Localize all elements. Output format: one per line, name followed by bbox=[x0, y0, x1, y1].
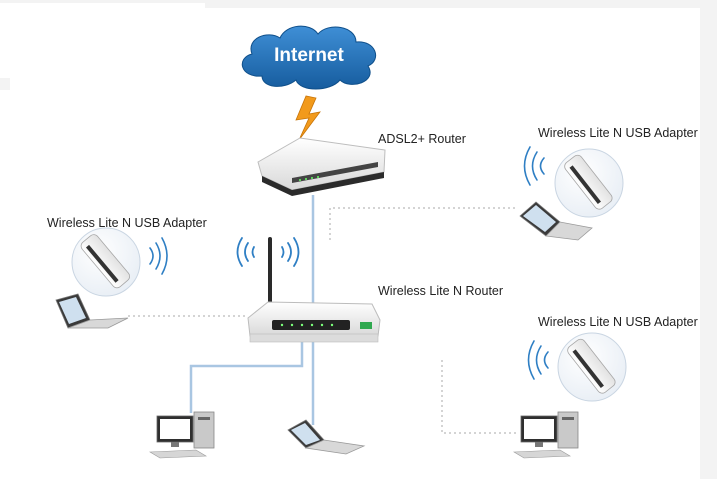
wireless-router-icon bbox=[247, 237, 381, 343]
left-edge-strip bbox=[0, 0, 205, 3]
desktop-pc-left-icon bbox=[148, 411, 215, 459]
usb-adapter-top-right-icon bbox=[554, 148, 624, 218]
router-signal-waves-icon bbox=[236, 237, 300, 267]
right-edge-strip bbox=[700, 8, 717, 479]
adapter-left-label: Wireless Lite N USB Adapter bbox=[47, 216, 207, 230]
usb-adapter-top-right-waves-icon bbox=[523, 146, 545, 186]
wireless-link-router-to-laptop-top-right bbox=[329, 207, 518, 240]
usb-adapter-bottom-right-waves-icon bbox=[527, 340, 549, 380]
wired-link-router-to-pc-left bbox=[189, 342, 304, 413]
adapter-bottom-right-label: Wireless Lite N USB Adapter bbox=[538, 315, 698, 329]
adsl-router-label: ADSL2+ Router bbox=[378, 132, 466, 146]
laptop-left-icon bbox=[55, 293, 129, 329]
adsl-router-icon bbox=[257, 137, 386, 196]
wireless-link-pc-right bbox=[441, 360, 519, 434]
desktop-pc-right-icon bbox=[512, 411, 579, 459]
lightning-bolt-icon bbox=[295, 95, 321, 141]
internet-label: Internet bbox=[274, 45, 344, 66]
adapter-top-right-label: Wireless Lite N USB Adapter bbox=[538, 126, 698, 140]
left-mid-strip bbox=[0, 78, 10, 90]
usb-adapter-left-waves-icon bbox=[149, 237, 168, 275]
usb-adapter-left-icon bbox=[71, 227, 141, 297]
usb-adapter-bottom-right-icon bbox=[557, 332, 627, 402]
internet-cloud-icon: Internet bbox=[241, 25, 377, 90]
top-edge-strip bbox=[205, 0, 717, 8]
wireless-router-label: Wireless Lite N Router bbox=[378, 284, 504, 298]
laptop-top-right-icon bbox=[519, 201, 593, 241]
laptop-bottom-icon bbox=[287, 419, 366, 455]
